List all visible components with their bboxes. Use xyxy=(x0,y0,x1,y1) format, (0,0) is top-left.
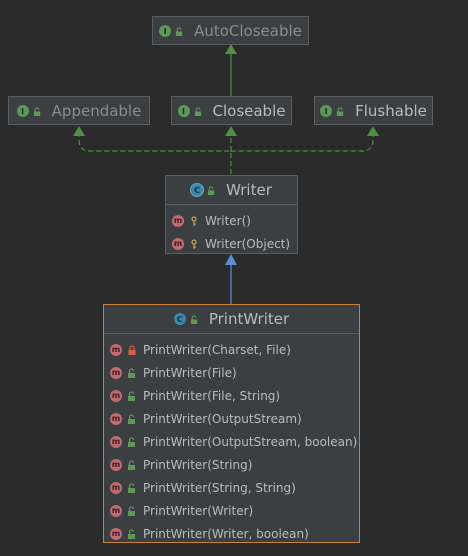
member-row[interactable]: m PrintWriter(File, String) xyxy=(104,384,359,407)
method-icon: m xyxy=(172,214,184,227)
method-icon: m xyxy=(110,343,122,356)
method-icon: m xyxy=(110,481,122,494)
member-signature: PrintWriter(Charset, File) xyxy=(143,342,291,357)
interface-icon: I xyxy=(16,105,29,117)
public-lock-icon xyxy=(190,314,198,324)
method-icon: m xyxy=(110,366,122,379)
edge-writer-flushable xyxy=(230,132,374,153)
member-signature: PrintWriter(String) xyxy=(143,457,253,472)
node-appendable[interactable]: I Appendable xyxy=(8,96,150,125)
protected-key-icon xyxy=(191,215,197,226)
node-title: Appendable xyxy=(51,102,142,120)
arrowhead-flushable xyxy=(367,126,379,136)
member-row[interactable]: m PrintWriter(OutputStream, boolean) xyxy=(104,430,359,453)
node-closeable[interactable]: I Closeable xyxy=(171,96,292,125)
node-title: Writer xyxy=(226,181,272,199)
public-lock-icon xyxy=(128,459,135,470)
node-printwriter[interactable]: C PrintWriter m PrintWriter(Charset, Fil… xyxy=(103,304,360,543)
public-lock-icon xyxy=(337,106,344,116)
method-icon: m xyxy=(110,504,122,517)
method-icon: m xyxy=(110,527,122,540)
member-row[interactable]: m PrintWriter(Charset, File) xyxy=(104,338,359,361)
interface-icon: I xyxy=(177,105,190,117)
class-icon: C xyxy=(173,313,186,325)
protected-key-icon xyxy=(191,238,197,249)
member-list: m PrintWriter(Charset, File) m PrintWrit… xyxy=(104,334,359,547)
member-row[interactable]: m PrintWriter(File) xyxy=(104,361,359,384)
node-title: Closeable xyxy=(212,102,286,120)
interface-icon: I xyxy=(159,25,172,37)
public-lock-icon xyxy=(128,413,135,424)
node-title: AutoCloseable xyxy=(194,22,302,40)
member-signature: PrintWriter(OutputStream) xyxy=(143,411,302,426)
member-signature: PrintWriter(Writer) xyxy=(143,503,254,518)
node-autocloseable[interactable]: I AutoCloseable xyxy=(152,16,309,45)
public-lock-icon xyxy=(194,106,201,116)
member-signature: PrintWriter(OutputStream, boolean) xyxy=(143,434,358,449)
node-title: Flushable xyxy=(355,102,427,120)
member-signature: PrintWriter(String, String) xyxy=(143,480,296,495)
method-icon: m xyxy=(110,435,122,448)
arrowhead-appendable xyxy=(73,126,85,136)
method-icon: m xyxy=(110,389,122,402)
member-row[interactable]: m PrintWriter(Writer, boolean) xyxy=(104,522,359,545)
arrowhead-closeable xyxy=(225,126,237,136)
public-lock-icon xyxy=(128,505,135,516)
member-signature: PrintWriter(File, String) xyxy=(143,388,281,403)
public-lock-icon xyxy=(33,106,40,116)
method-icon: m xyxy=(172,237,184,250)
member-list: m Writer() m Writer(Object) xyxy=(166,205,297,257)
private-lock-icon xyxy=(128,344,136,355)
member-signature: Writer() xyxy=(205,213,251,228)
public-lock-icon xyxy=(128,436,135,447)
member-row[interactable]: m Writer() xyxy=(166,209,297,232)
public-lock-icon xyxy=(128,482,135,493)
public-lock-icon xyxy=(208,185,215,195)
edge-writer-appendable xyxy=(78,132,232,174)
member-row[interactable]: m PrintWriter(Writer) xyxy=(104,499,359,522)
node-flushable[interactable]: I Flushable xyxy=(314,96,433,125)
arrowhead-autocloseable xyxy=(225,44,237,54)
member-row[interactable]: m PrintWriter(OutputStream) xyxy=(104,407,359,430)
method-icon: m xyxy=(110,412,122,425)
abstract-class-icon: C xyxy=(191,184,204,196)
member-signature: PrintWriter(Writer, boolean) xyxy=(143,526,309,541)
public-lock-icon xyxy=(128,528,135,539)
member-row[interactable]: m PrintWriter(String) xyxy=(104,453,359,476)
member-signature: PrintWriter(File) xyxy=(143,365,237,380)
method-icon: m xyxy=(110,458,122,471)
public-lock-icon xyxy=(128,367,135,378)
member-signature: Writer(Object) xyxy=(205,236,291,251)
node-writer[interactable]: C Writer m Writer() m Writer(Object) xyxy=(165,175,298,254)
node-title: PrintWriter xyxy=(208,310,290,328)
member-row[interactable]: m Writer(Object) xyxy=(166,232,297,255)
public-lock-icon xyxy=(175,26,183,36)
member-row[interactable]: m PrintWriter(String, String) xyxy=(104,476,359,499)
arrowhead-writer xyxy=(225,254,237,265)
public-lock-icon xyxy=(128,390,135,401)
interface-icon: I xyxy=(320,105,333,117)
